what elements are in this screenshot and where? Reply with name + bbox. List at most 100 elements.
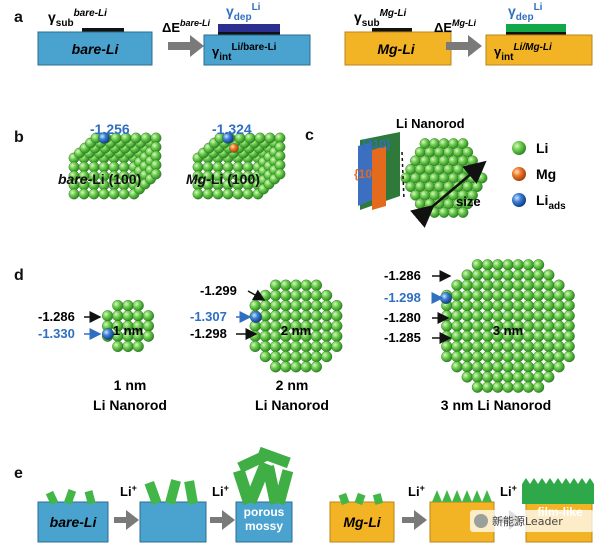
li-atom <box>492 361 504 373</box>
e-slab-bare-2 <box>139 501 207 543</box>
li-atom <box>108 188 120 200</box>
li-atom <box>532 300 545 312</box>
li-atom <box>553 330 565 342</box>
li-atom <box>543 279 555 291</box>
li-atom <box>512 381 524 393</box>
li-atom <box>270 289 282 302</box>
li-atom <box>522 371 535 383</box>
li-atom <box>502 279 514 291</box>
li-atom <box>492 310 504 322</box>
li-atom <box>502 259 514 271</box>
li-atom <box>522 300 535 312</box>
li-atom <box>280 279 292 291</box>
li-atom <box>512 371 524 383</box>
li-atom <box>522 289 535 302</box>
nanorod-title: Li Nanorod <box>396 116 465 131</box>
li-atom <box>310 320 323 332</box>
li-atom <box>132 300 144 312</box>
li-atom <box>553 310 565 322</box>
rod3-value-black-3: -1.285 <box>384 330 421 345</box>
facet-100-label: {100} <box>354 167 384 181</box>
li-atom <box>471 330 484 342</box>
nanorod-1nm <box>101 300 155 353</box>
li-atom <box>192 188 204 200</box>
e-mg-liplus-2: Li+ <box>500 483 517 499</box>
li-atom <box>543 310 555 322</box>
li-atom <box>532 320 545 332</box>
li-atom <box>310 340 323 353</box>
li-atom <box>482 310 494 322</box>
li-atom <box>451 320 463 332</box>
legend: Li Mg Liads <box>512 140 566 212</box>
li-atom <box>563 351 575 363</box>
legend-mg-label: Mg <box>536 166 556 182</box>
li-atom <box>331 340 343 353</box>
li-atom <box>441 310 453 322</box>
li-atom <box>451 361 463 373</box>
li-atom <box>300 351 312 363</box>
li-atom <box>471 320 484 332</box>
li-atom <box>502 351 514 363</box>
li-atom <box>543 320 555 332</box>
li-atom <box>492 340 504 353</box>
panel-e-bare: bare-Li Li+ Li+ porous mossy <box>37 446 294 543</box>
li-atom <box>112 310 124 322</box>
slab-cluster-bare <box>68 132 162 200</box>
li-atom <box>482 269 494 281</box>
slab-after-bare <box>203 34 311 66</box>
li-atom <box>242 188 254 200</box>
li-atom <box>222 188 234 200</box>
li-atom <box>461 279 473 291</box>
li-atom <box>101 310 114 322</box>
watermark: 新能源Leader <box>470 510 594 532</box>
li-atom <box>532 371 545 383</box>
e-mg-seed-1 <box>338 492 350 506</box>
li-atom <box>290 300 302 312</box>
slab-caption-mg: Mg-Li (100) <box>186 171 260 187</box>
e-liplus-1: Li+ <box>120 483 137 499</box>
li-atom <box>331 330 343 342</box>
li-atom <box>98 188 110 200</box>
li-atom <box>471 269 484 281</box>
li-atom <box>290 340 302 353</box>
li-atom <box>142 320 155 332</box>
li-atom <box>122 310 134 322</box>
delta-e-mg: ΔEMg-Li <box>434 18 477 35</box>
li-atom <box>112 340 124 353</box>
li-atom <box>563 300 575 312</box>
rod1-center-label: 1 nm <box>113 323 143 338</box>
li-atom <box>482 259 494 271</box>
li-atom <box>482 351 494 363</box>
li-atom <box>553 351 565 363</box>
li-atom <box>130 132 142 144</box>
li-atom <box>512 289 524 302</box>
li-atom <box>270 361 282 373</box>
li-atom <box>280 289 292 302</box>
e-mg-seed-3 <box>372 493 384 505</box>
li-atom <box>522 361 535 373</box>
li-atom <box>532 381 545 393</box>
e-slab-mg-1 <box>329 501 395 543</box>
li-atom <box>310 289 323 302</box>
li-atom <box>249 330 261 342</box>
e-mossy-dendrites <box>233 446 294 506</box>
e-mg-arrow-1 <box>402 510 427 530</box>
li-atom <box>512 310 524 322</box>
rod1-caption-name: Li Nanorod <box>93 397 167 413</box>
li-atom <box>543 340 555 353</box>
li-atom <box>492 300 504 312</box>
deposit-layer-mg <box>506 24 566 32</box>
li-atom <box>502 289 514 302</box>
nanorod-2nm <box>249 279 343 373</box>
li-atom <box>132 310 144 322</box>
li-atom <box>502 371 514 383</box>
li-atom <box>150 168 162 180</box>
li-atom <box>451 310 463 322</box>
li-atom <box>202 188 214 200</box>
li-atom <box>563 310 575 322</box>
li-atom <box>512 269 524 281</box>
li-atom <box>471 351 484 363</box>
li-atom <box>532 351 545 363</box>
li-atom <box>280 340 292 353</box>
li-atom <box>441 351 453 363</box>
